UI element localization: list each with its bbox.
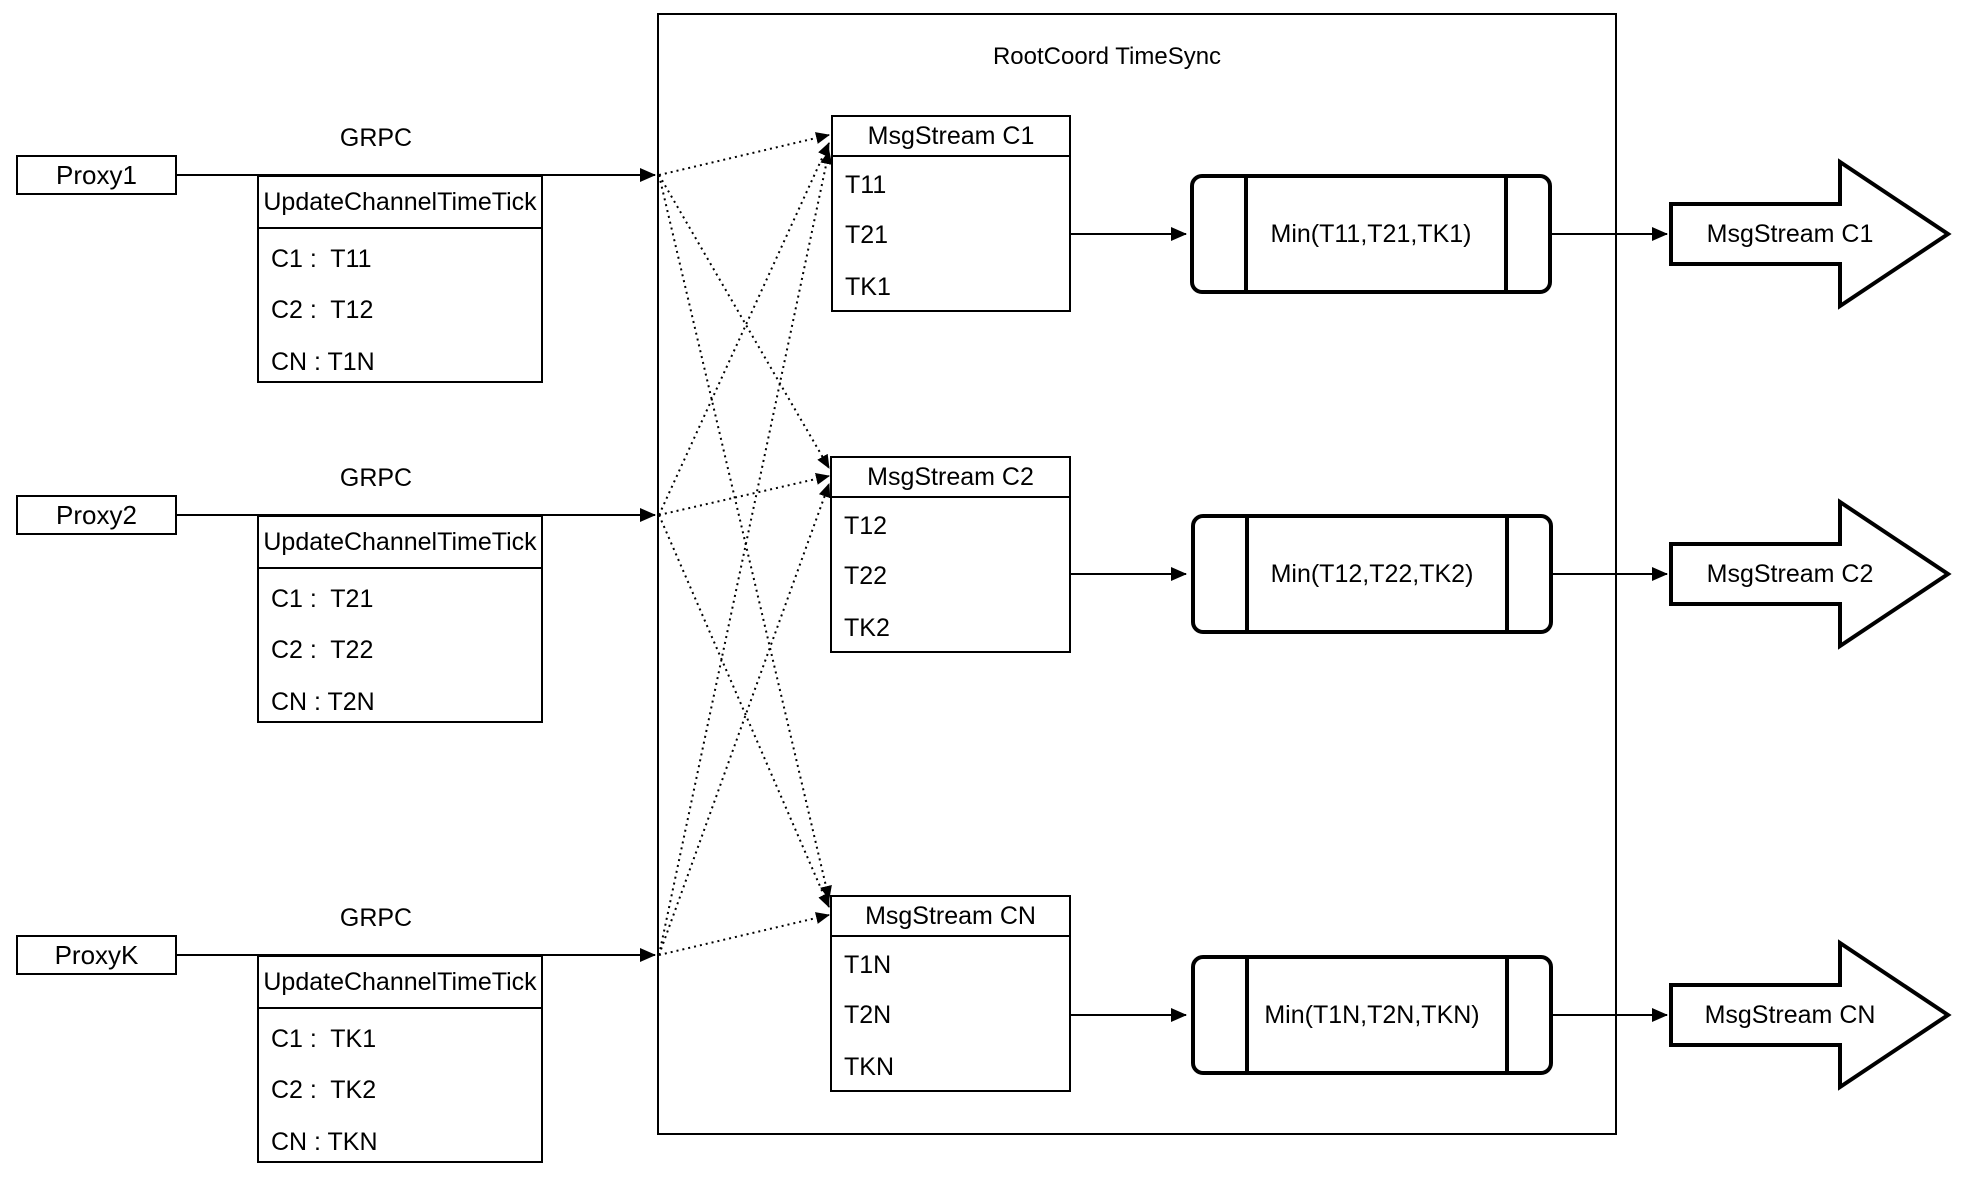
update-table-1-row: C1 : T11 xyxy=(271,245,372,273)
min-box-2: Min(T12,T22,TK2) xyxy=(1191,514,1553,634)
output-arrow-label-2: MsgStream C2 xyxy=(1706,559,1874,588)
update-table-2-row: CN : T2N xyxy=(271,688,375,716)
msgstream-table-cn-row: T2N xyxy=(844,1001,892,1029)
proxyk-box: ProxyK xyxy=(16,935,177,975)
proxy1-label: Proxy1 xyxy=(56,159,137,190)
min-box-2-divider-right xyxy=(1505,518,1509,630)
grpc-label-3: GRPC xyxy=(339,903,413,932)
min-box-3-divider-left xyxy=(1245,959,1249,1071)
msgstream-table-cn-row: TKN xyxy=(844,1053,894,1081)
update-table-1-header: UpdateChannelTimeTick xyxy=(259,177,541,229)
update-table-3-row: C2 : TK2 xyxy=(271,1076,377,1104)
update-table-1-row: C2 : T12 xyxy=(271,296,374,324)
grpc-label-1: GRPC xyxy=(339,123,413,152)
msgstream-table-cn-header: MsgStream CN xyxy=(832,897,1069,937)
output-arrow-label-3: MsgStream CN xyxy=(1704,1000,1876,1029)
proxy2-box: Proxy2 xyxy=(16,495,177,535)
msgstream-table-cn-row: T1N xyxy=(844,951,892,979)
update-table-2-header: UpdateChannelTimeTick xyxy=(259,517,541,569)
output-arrow-label-1: MsgStream C1 xyxy=(1706,219,1874,248)
dotted-line-1-c2 xyxy=(658,174,830,469)
min-box-1-divider-left xyxy=(1244,178,1248,290)
dotted-line-3-cn xyxy=(658,912,830,956)
update-table-3-row: CN : TKN xyxy=(271,1128,378,1156)
update-table-2-row: C1 : T21 xyxy=(271,585,374,613)
update-table-3-row: C1 : TK1 xyxy=(271,1025,377,1053)
update-table-1-row: CN : T1N xyxy=(271,348,375,376)
update-table-2: UpdateChannelTimeTick C1 : T21 C2 : T22 … xyxy=(257,515,543,723)
msgstream-table-c2-row: T12 xyxy=(844,512,888,540)
output-arrow-shape-3 xyxy=(1669,939,1952,1091)
msgstream-table-cn: MsgStream CN T1N T2N TKN xyxy=(830,895,1071,1092)
msgstream-table-c2-header: MsgStream C2 xyxy=(832,458,1069,498)
update-table-3-header: UpdateChannelTimeTick xyxy=(259,957,541,1009)
msgstream-table-c2: MsgStream C2 T12 T22 TK2 xyxy=(830,456,1071,653)
min-box-2-label: Min(T12,T22,TK2) xyxy=(1270,559,1474,588)
proxy1-box: Proxy1 xyxy=(16,155,177,195)
msgstream-table-c1-row: TK1 xyxy=(845,273,891,301)
msgstream-table-c2-row: T22 xyxy=(844,562,888,590)
rootcoord-container xyxy=(657,13,1617,1135)
grpc-label-2: GRPC xyxy=(339,463,413,492)
dotted-line-2-c2 xyxy=(658,473,830,516)
msgstream-table-c1: MsgStream C1 T11 T21 TK1 xyxy=(831,115,1071,312)
output-arrow-shape-2 xyxy=(1669,498,1952,650)
output-arrow-shape-1 xyxy=(1669,158,1952,310)
min-box-3: Min(T1N,T2N,TKN) xyxy=(1191,955,1553,1075)
dotted-line-3-c1 xyxy=(658,150,833,956)
min-box-3-divider-right xyxy=(1505,959,1509,1071)
rootcoord-title: RootCoord TimeSync xyxy=(992,43,1222,70)
min-box-2-divider-left xyxy=(1245,518,1249,630)
dotted-line-1-c1 xyxy=(658,132,830,176)
proxy2-label: Proxy2 xyxy=(56,499,137,530)
update-table-1: UpdateChannelTimeTick C1 : T11 C2 : T12 … xyxy=(257,175,543,383)
dotted-line-1-cn xyxy=(658,174,832,900)
msgstream-table-c1-header: MsgStream C1 xyxy=(833,117,1069,157)
min-box-1-divider-right xyxy=(1504,178,1508,290)
min-box-3-label: Min(T1N,T2N,TKN) xyxy=(1264,1000,1480,1029)
msgstream-table-c1-row: T21 xyxy=(845,221,889,249)
msgstream-table-c1-row: T11 xyxy=(845,171,887,199)
min-box-1-label: Min(T11,T21,TK1) xyxy=(1270,219,1472,248)
min-box-1: Min(T11,T21,TK1) xyxy=(1190,174,1552,294)
update-table-3: UpdateChannelTimeTick C1 : TK1 C2 : TK2 … xyxy=(257,955,543,1163)
proxyk-label: ProxyK xyxy=(54,939,139,970)
dotted-line-2-c1 xyxy=(658,142,830,516)
update-table-2-row: C2 : T22 xyxy=(271,636,374,664)
msgstream-table-c2-row: TK2 xyxy=(844,614,890,642)
